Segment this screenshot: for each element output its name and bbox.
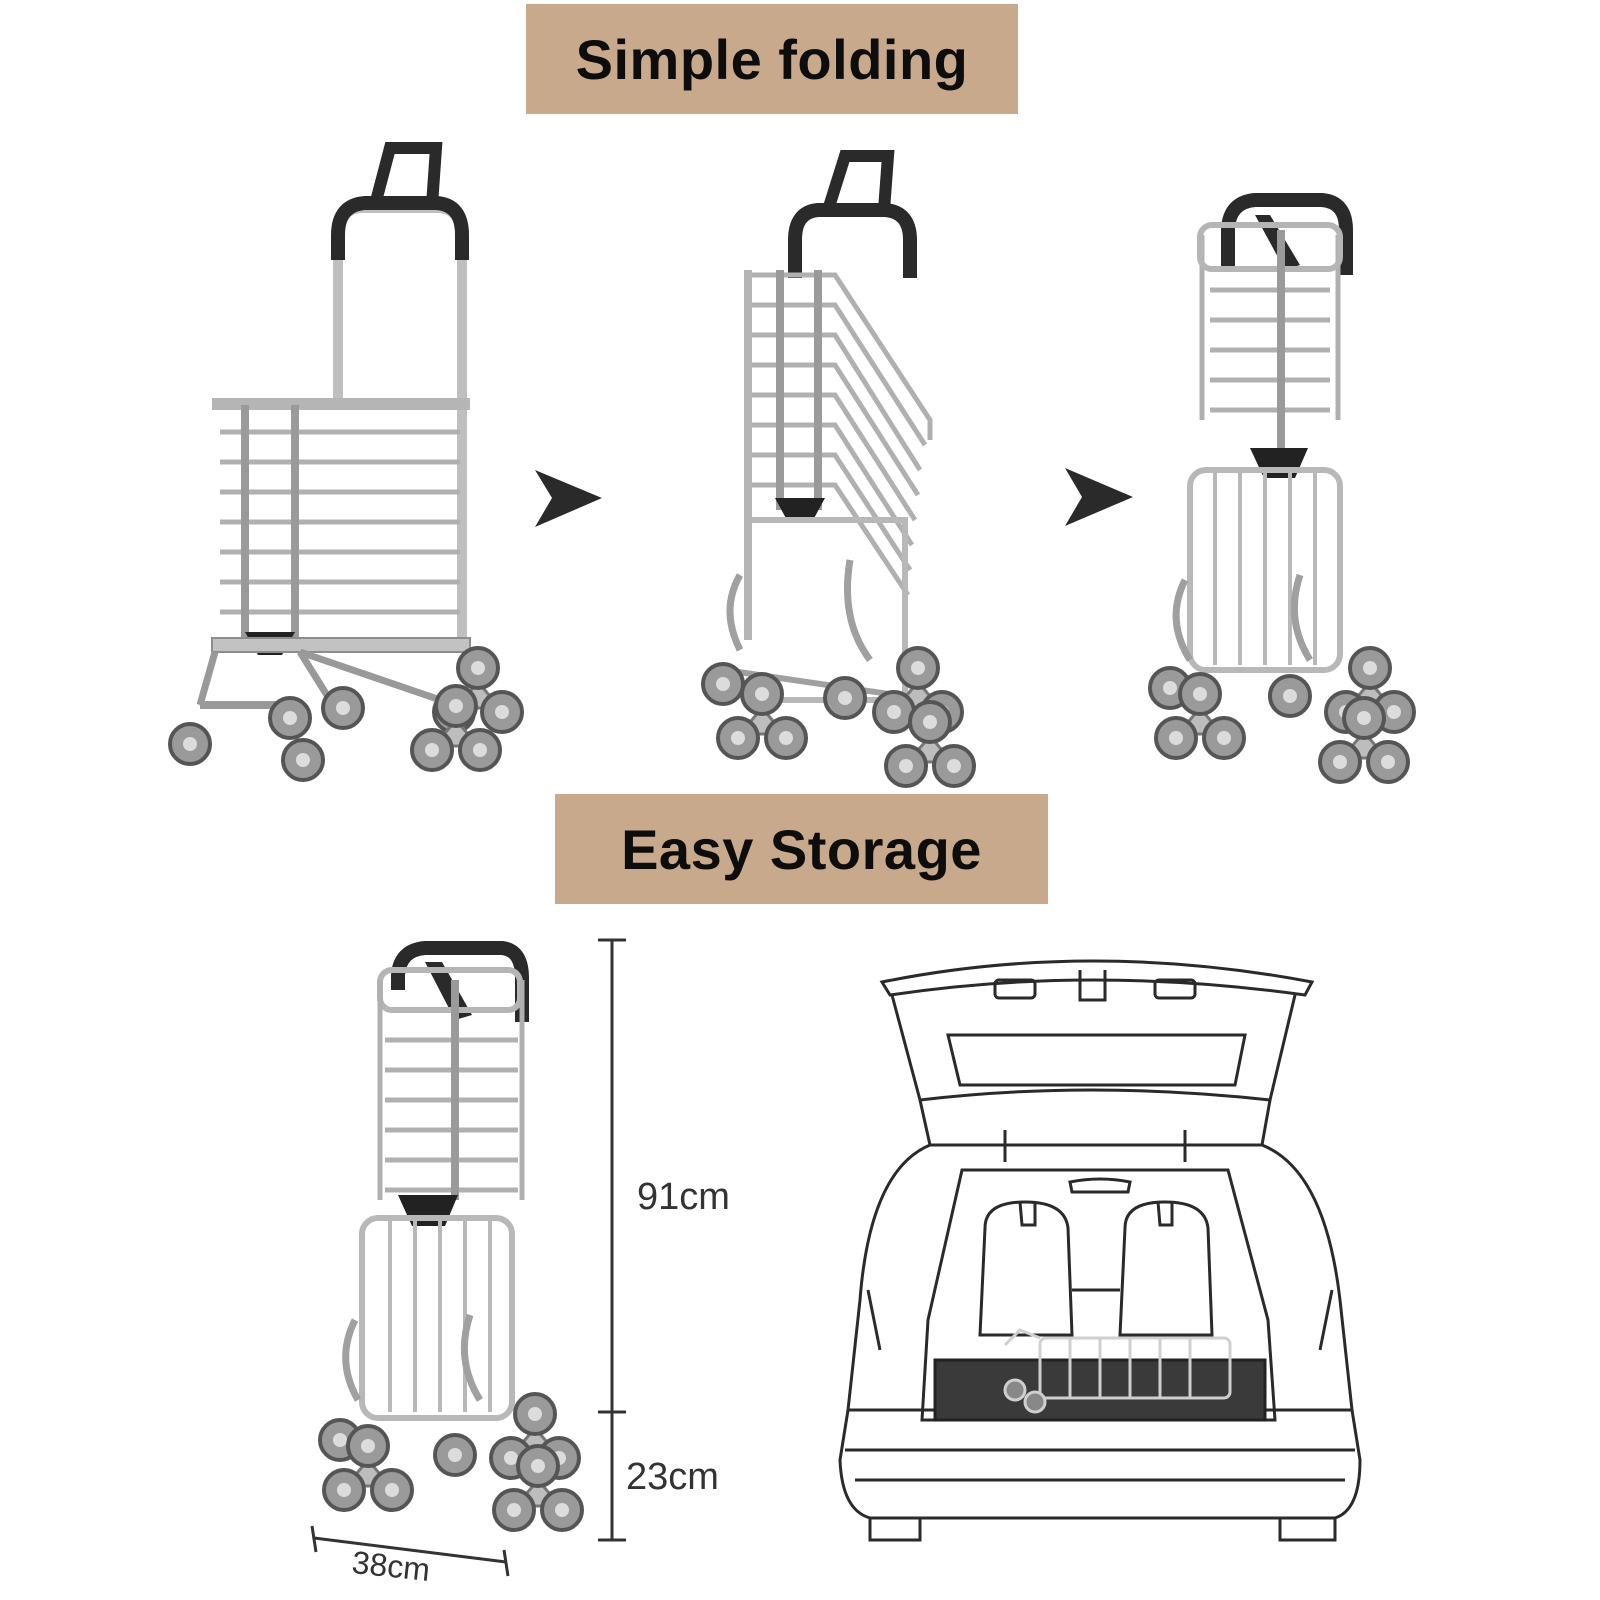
dimension-height-lower-label: 23cm: [626, 1456, 719, 1498]
arrow-right-icon: [535, 470, 602, 527]
easy-storage-banner: Easy Storage: [555, 794, 1048, 904]
arrow-right-icon: [1065, 468, 1133, 526]
dimension-height-upper-label: 91cm: [637, 1176, 730, 1218]
simple-folding-banner: Simple folding: [526, 4, 1018, 114]
trolley-in-trunk: [1003, 1328, 1232, 1414]
trolley-folded: [1148, 193, 1416, 784]
trolley-folded-dimensioned: [318, 941, 584, 1532]
trolley-open: [168, 142, 524, 782]
dimension-lines: [310, 938, 626, 1577]
car-trunk-icon: [838, 959, 1362, 1542]
trolley-half-folded: [701, 150, 976, 788]
